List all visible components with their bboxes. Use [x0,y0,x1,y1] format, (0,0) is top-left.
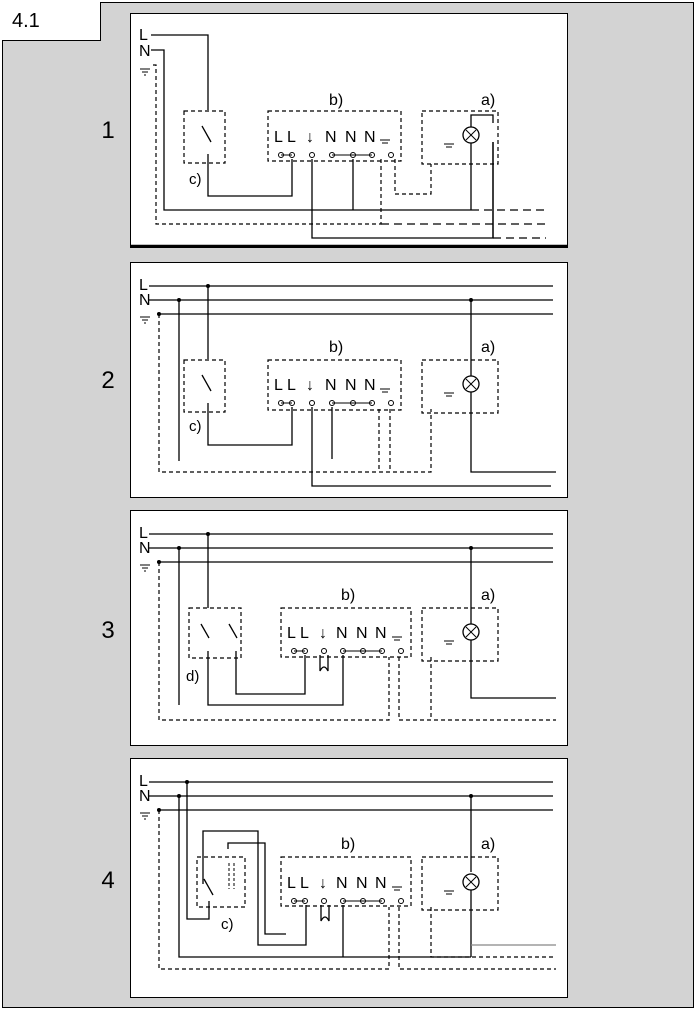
module-label: b) [329,92,343,109]
module-label: b) [329,339,343,356]
wiring-panel-4: L N c) b) a) L L ↓ N N N [130,758,568,998]
terminal-n3: N [364,377,376,394]
terminal-n1: N [325,129,337,146]
terminal-l2: L [300,625,309,642]
wiring-panel-3: L N d) b) a) L L ↓ N N N [130,510,568,746]
neutral-label: N [139,292,151,309]
wiring-panel-2: L N c) b) a) L L ↓ N N N [130,262,568,498]
switch-label: c) [189,171,202,188]
lamp-label: a) [481,587,495,604]
earth-icon [140,812,454,895]
terminal-l2: L [287,129,296,146]
switch-contact [201,374,212,392]
terminal-arrow: ↓ [306,129,314,146]
earth-icon [140,564,454,645]
terminal-arrow: ↓ [306,377,314,394]
terminal-l1: L [287,625,296,642]
terminal-l2: L [300,875,309,892]
neutral-label: N [139,788,151,805]
switch-contact [203,878,214,896]
terminal-l1: L [274,377,283,394]
terminal-arrow: ↓ [319,625,327,642]
panel-number-3: 3 [101,617,115,644]
panel-number-4: 4 [101,867,115,894]
line-label: L [139,27,148,44]
wiring-diagram-3: L N d) b) a) L L ↓ N N N [139,525,556,721]
wiring-diagram-4: L N c) b) a) L L ↓ N N N [139,773,556,970]
earth-icon [140,316,454,397]
terminal-n3: N [375,625,387,642]
terminal-n1: N [336,625,348,642]
switch-label: c) [221,916,234,933]
wiring-diagram-1: L N c) b) a) L L ↓ N N N [131,27,567,247]
terminal-l1: L [287,875,296,892]
neutral-label: N [139,43,151,60]
line-label: L [139,277,148,294]
switch-contact-2 [228,623,238,639]
lamp-label: a) [481,92,495,109]
lamp-label: a) [481,339,495,356]
switch-label: d) [186,668,199,685]
terminal-n2: N [356,625,368,642]
wiring-panel-1: L N c) b) a) L L ↓ N N N [130,13,568,248]
module-label: b) [341,836,355,853]
switch-contact-1 [200,623,210,639]
terminal-n1: N [336,875,348,892]
terminal-n2: N [345,129,357,146]
terminal-n1: N [325,377,337,394]
panel-number-2: 2 [101,367,115,394]
line-label: L [139,525,148,542]
terminal-n3: N [364,129,376,146]
neutral-label: N [139,540,151,557]
lamp-label: a) [481,836,495,853]
line-label: L [139,773,148,790]
figure-tag: 4.1 [2,2,101,41]
terminal-l1: L [274,129,283,146]
switch-contact [201,125,212,143]
panel-number-1: 1 [101,117,115,144]
terminal-arrow: ↓ [319,875,327,892]
terminal-n2: N [356,875,368,892]
switch-label: c) [189,418,202,435]
wiring-diagram-2: L N c) b) a) L L ↓ N N N [139,277,556,487]
earth-icon [140,68,454,148]
terminal-l2: L [287,377,296,394]
terminal-n2: N [345,377,357,394]
module-label: b) [341,587,355,604]
terminal-n3: N [375,875,387,892]
